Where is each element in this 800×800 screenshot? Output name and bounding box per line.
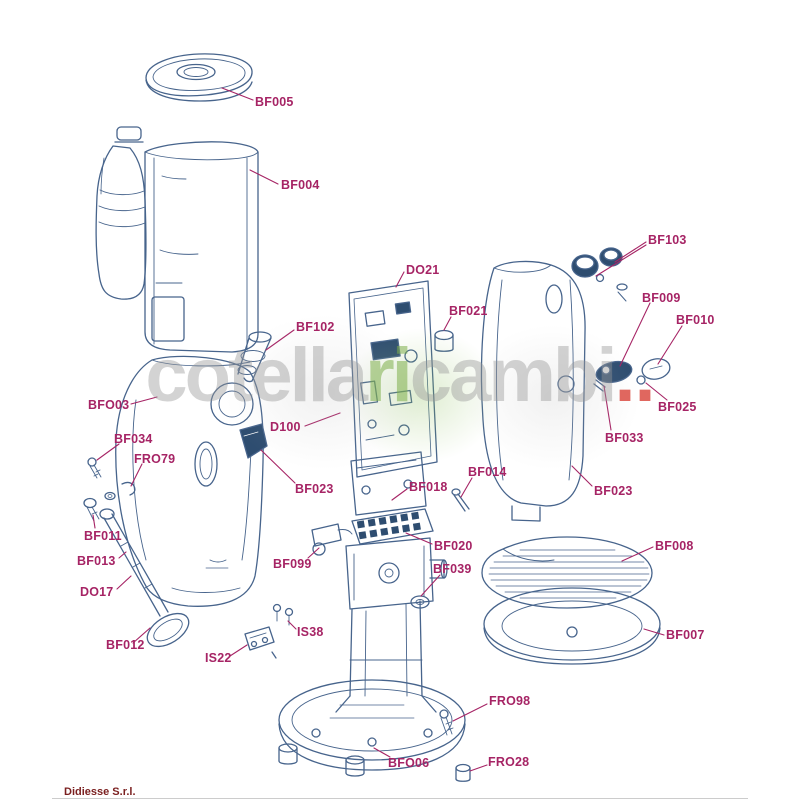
drip-tray-part	[483, 587, 661, 665]
part-label-bf103: BF103	[648, 233, 687, 247]
part-label-bf102: BF102	[296, 320, 335, 334]
part-label-bf021: BF021	[449, 304, 488, 318]
part-label-bf009: BF009	[642, 291, 681, 305]
part-label-bf023-left: BF023	[295, 482, 334, 496]
mount-bracket-part	[350, 451, 427, 516]
part-label-bf007: BF007	[666, 628, 705, 642]
part-label-fro28: FRO28	[488, 755, 530, 769]
part-label-bf025: BF025	[658, 400, 697, 414]
screw-part-fro28	[455, 763, 471, 782]
part-label-bf039: BF039	[433, 562, 472, 576]
foot-cylinder-parts	[278, 743, 365, 777]
leader-lines	[92, 87, 683, 772]
body-shell-part	[144, 141, 259, 353]
part-label-bf004: BF004	[281, 178, 320, 192]
screw-parts-left	[83, 457, 136, 522]
lid-part	[145, 53, 253, 102]
water-bottle-part	[95, 126, 147, 300]
company-name: Didiesse S.r.l.	[64, 786, 136, 798]
screw-part-fro98	[439, 709, 454, 736]
heater-grid-part	[356, 511, 421, 540]
part-label-do17: DO17	[80, 585, 114, 599]
part-label-bf023-right: BF023	[594, 484, 633, 498]
part-label-bf034: BF034	[114, 432, 153, 446]
front-housing-part	[115, 355, 264, 607]
part-label-d100: D100	[270, 420, 301, 434]
part-label-is22: IS22	[205, 651, 232, 665]
drip-grid-part	[481, 536, 653, 609]
part-label-bf011: BF011	[84, 529, 122, 543]
screw-parts-is38	[272, 603, 294, 626]
part-label-bf014: BF014	[468, 465, 507, 479]
part-label-bf033: BF033	[605, 431, 644, 445]
part-label-bf008: BF008	[655, 539, 694, 553]
suction-tube-part	[99, 508, 190, 648]
base-plate-part	[278, 679, 466, 771]
part-label-bf010: BF010	[676, 313, 715, 327]
spacer-cylinder-part	[434, 329, 454, 352]
bottom-rule	[52, 798, 748, 799]
part-label-fro98: FRO98	[489, 694, 531, 708]
part-label-is38: IS38	[297, 625, 324, 639]
part-label-bf013: BF013	[77, 554, 116, 568]
part-label-fro79: FRO79	[134, 452, 176, 466]
part-label-bf012: BF012	[106, 638, 145, 652]
part-label-bfo06: BFO06	[388, 756, 430, 770]
inner-bracket-part	[239, 423, 268, 459]
bracket-part-is22	[244, 626, 277, 659]
part-label-bf005: BF005	[255, 95, 294, 109]
part-label-do21: DO21	[406, 263, 440, 277]
pin-part	[451, 488, 470, 512]
circuit-board-part	[348, 280, 438, 478]
boiler-group-part	[311, 508, 448, 713]
part-label-bf018: BF018	[409, 480, 448, 494]
part-label-bfo03: BFO03	[88, 398, 130, 412]
part-label-bf099: BF099	[273, 557, 312, 571]
rear-housing-part	[480, 260, 586, 522]
funnel-part	[237, 331, 272, 383]
grommet-part	[410, 595, 430, 609]
part-label-bf020: BF020	[434, 539, 473, 553]
